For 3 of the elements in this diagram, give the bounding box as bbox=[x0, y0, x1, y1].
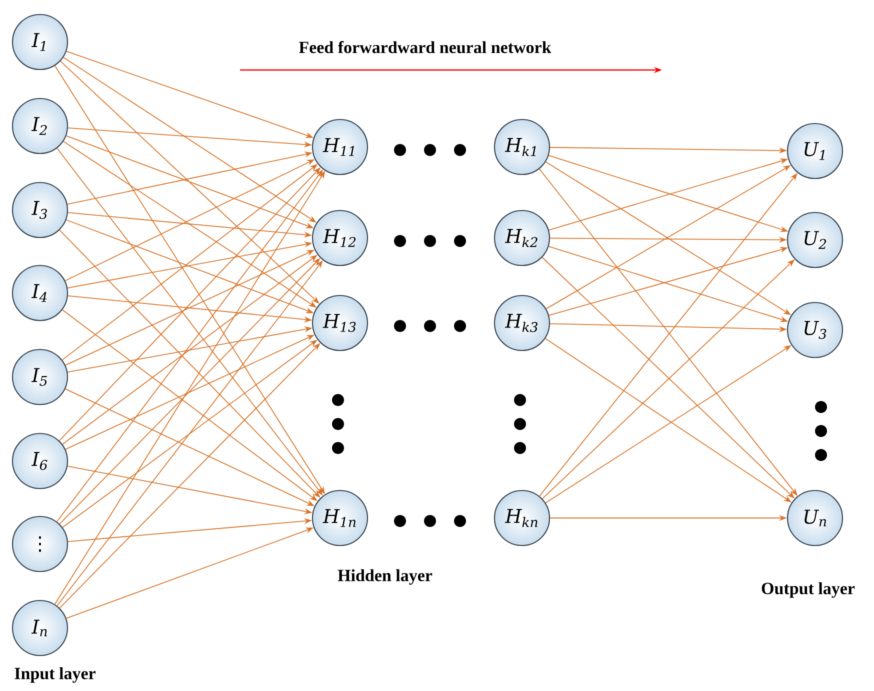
layer-label: Output layer bbox=[762, 582, 855, 598]
layer-label: Hidden layer bbox=[338, 569, 432, 585]
title: Feed forwardward neural network bbox=[299, 41, 552, 54]
